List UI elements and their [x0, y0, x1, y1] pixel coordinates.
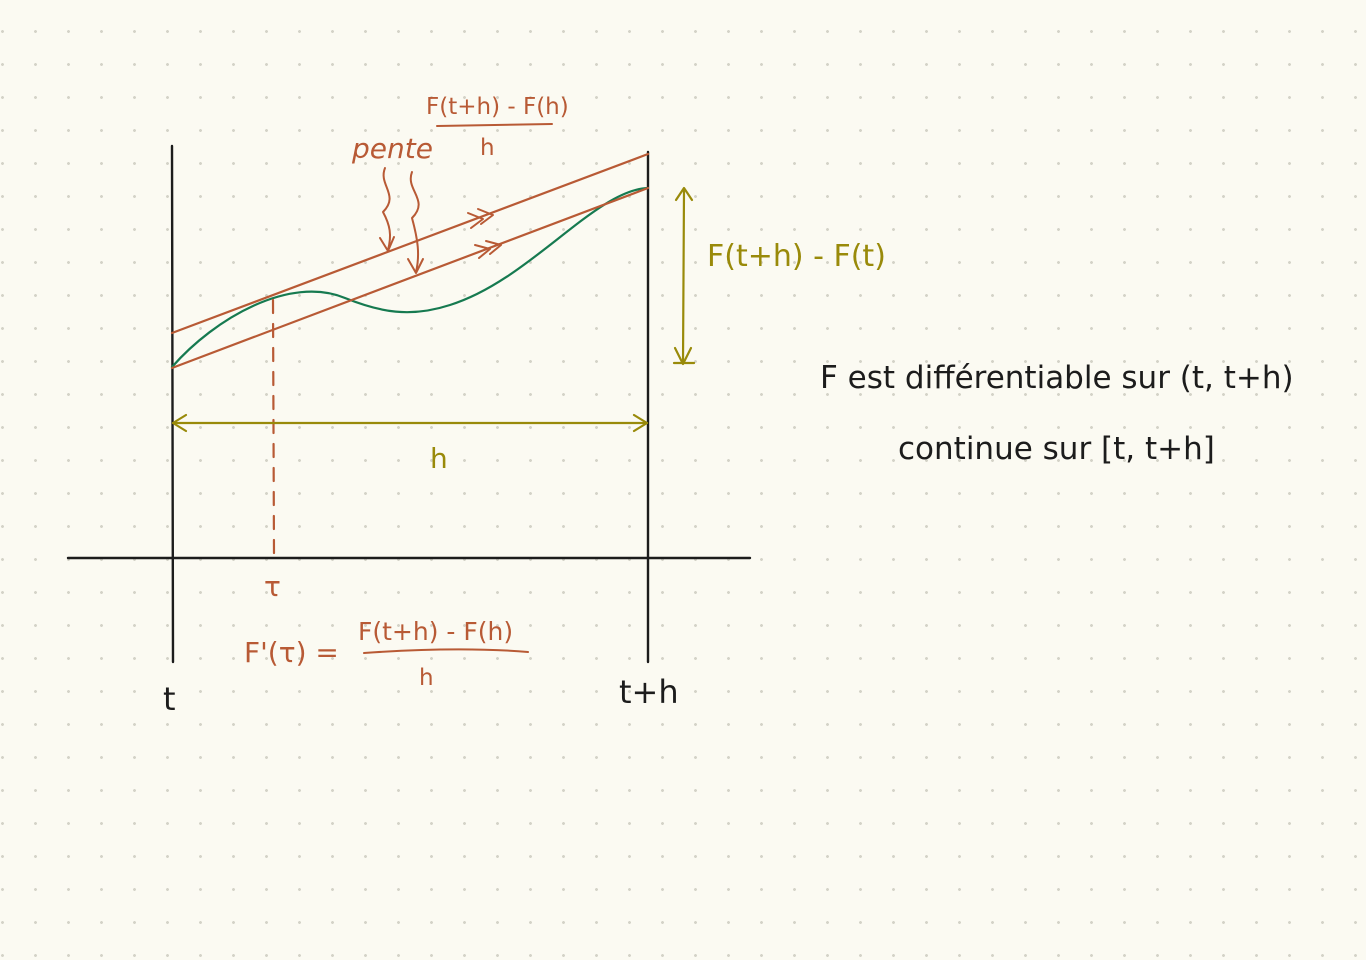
continuous-condition: continue sur [t, t+h]: [898, 431, 1215, 467]
tau-dashed-line: [271, 298, 276, 558]
tau-label: τ: [264, 570, 281, 603]
mvt-fraction-bar: [363, 648, 529, 654]
mvt-lhs: F'(τ) =: [244, 636, 339, 669]
pente-pointer-arrows-icon: [379, 167, 424, 274]
slope-fraction-bar: [436, 123, 553, 127]
function-curve: [170, 186, 650, 369]
vertical-line-t: [170, 144, 175, 664]
differentiable-condition: F est différentiable sur (t, t+h): [820, 360, 1294, 396]
width-arrow: [171, 413, 649, 433]
tangent-line: [170, 152, 650, 335]
parallel-marks-icon: [467, 208, 502, 259]
mvt-numerator: F(t+h) - F(h): [358, 617, 513, 646]
pente-label: pente: [351, 132, 433, 165]
slope-denominator: h: [480, 135, 495, 161]
increment-arrow: [672, 186, 696, 366]
width-label: h: [430, 442, 448, 475]
secant-line: [170, 186, 650, 370]
mvt-denominator: h: [419, 665, 434, 691]
increment-label: F(t+h) - F(t): [707, 239, 886, 274]
slope-numerator: F(t+h) - F(h): [426, 94, 569, 120]
t-plus-h-axis-label: t+h: [619, 673, 679, 711]
t-axis-label: t: [163, 680, 176, 718]
